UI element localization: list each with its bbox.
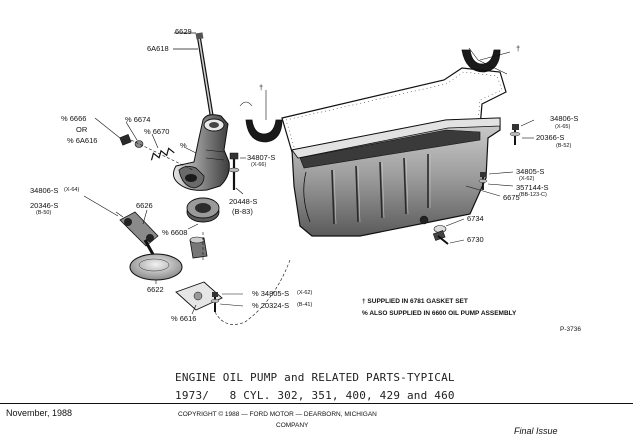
note-pump-assembly: % ALSO SUPPLIED IN 6600 OIL PUMP ASSEMBL… bbox=[362, 310, 517, 317]
label-20346-s-code: (B-50) bbox=[36, 210, 52, 216]
label-or: OR bbox=[76, 125, 88, 134]
label-6608: % 6608 bbox=[162, 228, 188, 237]
inlet-tube-fitting bbox=[189, 236, 208, 259]
footer-company: COMPANY bbox=[276, 422, 309, 429]
pickup-tube-and-screen bbox=[119, 211, 183, 281]
label-20448-s-code: (B-83) bbox=[232, 207, 253, 216]
label-6670: % 6670 bbox=[144, 127, 170, 136]
label-34807-s-code: (X-66) bbox=[251, 162, 267, 168]
inlet-mounting-bolt bbox=[210, 292, 220, 312]
dagger-marker-front-seal: † bbox=[259, 83, 264, 92]
label-pump-percent: % bbox=[180, 141, 187, 150]
label-34805-s-bottom: % 34805-S bbox=[252, 289, 290, 298]
label-34805-s-bottom-code: (X-62) bbox=[297, 290, 313, 296]
pan-bolts-right bbox=[478, 124, 521, 190]
label-6730: 6730 bbox=[467, 235, 484, 244]
label-6622: 6622 bbox=[147, 285, 164, 294]
figure-title: ENGINE OIL PUMP and RELATED PARTS-TYPICA… bbox=[175, 371, 455, 384]
rear-oil-pan-seal bbox=[461, 49, 501, 73]
oil-pump-body bbox=[172, 114, 230, 191]
label-6629: 6629 bbox=[175, 27, 192, 36]
pump-drive-shaft bbox=[195, 32, 214, 119]
label-20324-s: % 20324-S bbox=[252, 301, 290, 310]
label-34806-s-right: 34806-S bbox=[550, 114, 579, 123]
footer-issue: Final Issue bbox=[514, 426, 558, 436]
label-34806-s-left-code: (X-64) bbox=[64, 187, 80, 193]
label-6666: % 6666 bbox=[61, 114, 87, 123]
inlet-gasket-plate bbox=[175, 281, 223, 311]
pump-cover-gasket bbox=[186, 197, 220, 223]
label-34807-s: 34807-S bbox=[247, 153, 276, 162]
label-357144-s-code: (BB-123-C) bbox=[519, 192, 547, 198]
label-20346-s: 20346-S bbox=[30, 201, 59, 210]
label-20366-s-code: (B-52) bbox=[556, 143, 572, 149]
label-6a616: % 6A616 bbox=[67, 136, 98, 145]
drain-plug bbox=[432, 225, 449, 245]
label-20448-s: 20448-S bbox=[229, 197, 258, 206]
label-6616: % 6616 bbox=[171, 314, 197, 323]
pump-mounting-bolt bbox=[228, 152, 240, 190]
label-6674: % 6674 bbox=[125, 115, 151, 124]
relief-valve-parts bbox=[119, 134, 194, 171]
label-6a618: 6A618 bbox=[147, 44, 169, 53]
figure-id: P-3736 bbox=[560, 326, 581, 333]
label-34806-s-left: 34806-S bbox=[30, 186, 59, 195]
note-gasket-set: † SUPPLIED IN 6781 GASKET SET bbox=[362, 298, 468, 305]
dagger-marker-rear-seal: † bbox=[516, 44, 521, 53]
label-20366-s: 20366-S bbox=[536, 133, 565, 142]
footer-date: November, 1988 bbox=[6, 408, 73, 418]
label-20324-s-code: (B-41) bbox=[297, 302, 313, 308]
footer-copyright: COPYRIGHT © 1988 — FORD MOTOR — DEARBORN… bbox=[178, 411, 377, 418]
label-34805-s-right-code: (X-62) bbox=[519, 176, 535, 182]
label-6675: 6675 bbox=[503, 193, 520, 202]
footer-divider bbox=[0, 403, 633, 404]
figure-subtitle: 1973/ 8 CYL. 302, 351, 400, 429 and 460 bbox=[175, 389, 455, 402]
label-6626: 6626 bbox=[136, 201, 153, 210]
label-34805-s-right: 34805-S bbox=[516, 167, 545, 176]
label-357144-s: 357144-S bbox=[516, 183, 549, 192]
label-34806-s-right-code: (X-65) bbox=[555, 124, 571, 130]
oil-pan bbox=[291, 117, 501, 237]
label-6734: 6734 bbox=[467, 214, 484, 223]
front-oil-pan-seal bbox=[239, 101, 283, 143]
